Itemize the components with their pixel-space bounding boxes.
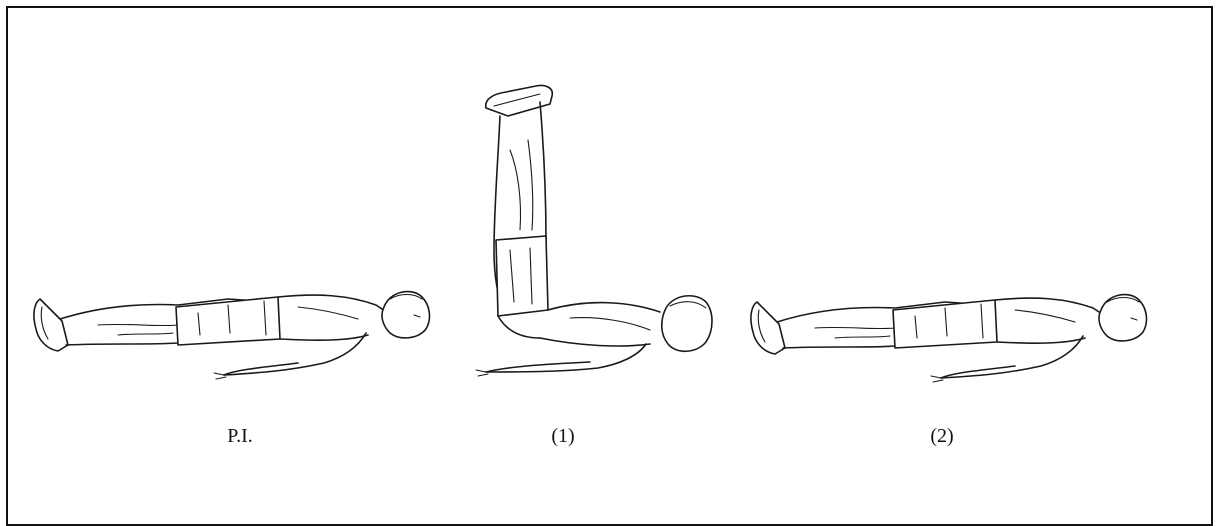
lying-figure-end-drawing: [745, 288, 1155, 388]
figure-lying-end: [745, 288, 1155, 388]
figure-lying-start: [28, 285, 438, 385]
legs-raised-drawing: [470, 80, 730, 380]
caption-pi: P.I.: [180, 425, 300, 448]
caption-step-1: (1): [503, 425, 623, 448]
lying-figure-drawing: [28, 285, 438, 385]
caption-step-2: (2): [882, 425, 1002, 448]
figure-legs-raised: [470, 80, 730, 380]
